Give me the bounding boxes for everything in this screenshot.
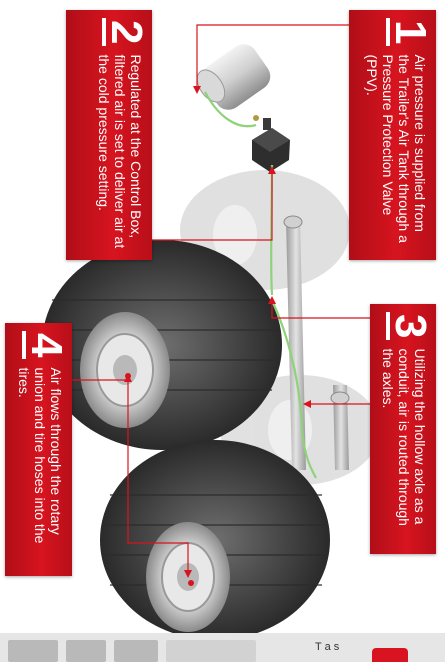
callout-step-4: 4 Air flows through the rotary union and… <box>5 323 72 576</box>
callout-step-3: 3 Utilizing the hollow axle as a conduit… <box>370 304 436 554</box>
toolbar-tab[interactable] <box>166 640 256 662</box>
step-number: 2 <box>102 18 146 46</box>
step-description: Air flows through the rotary union and t… <box>16 367 66 568</box>
front-tire <box>42 240 282 450</box>
toolbar-tab[interactable] <box>8 640 58 662</box>
truncated-text: T a s <box>315 642 359 662</box>
callout-step-1: 1 Air pressure is supplied from the Trai… <box>349 10 436 260</box>
step-description: Utilizing the hollow axle as a conduit, … <box>380 348 430 546</box>
step-description: Air pressure is supplied from the Traile… <box>364 54 430 252</box>
control-box <box>252 115 290 172</box>
step-number: 4 <box>22 331 66 359</box>
step-description: Regulated at the Control Box, filtered a… <box>96 54 146 252</box>
air-tank <box>192 39 276 116</box>
red-tab[interactable] <box>372 648 408 662</box>
toolbar-tab[interactable] <box>66 640 106 662</box>
callout-step-2: 2 Regulated at the Control Box, filtered… <box>66 10 152 260</box>
toolbar-tab[interactable] <box>114 640 158 662</box>
step-number: 3 <box>386 312 430 340</box>
step-number: 1 <box>386 18 430 46</box>
rear-tire <box>100 440 330 640</box>
